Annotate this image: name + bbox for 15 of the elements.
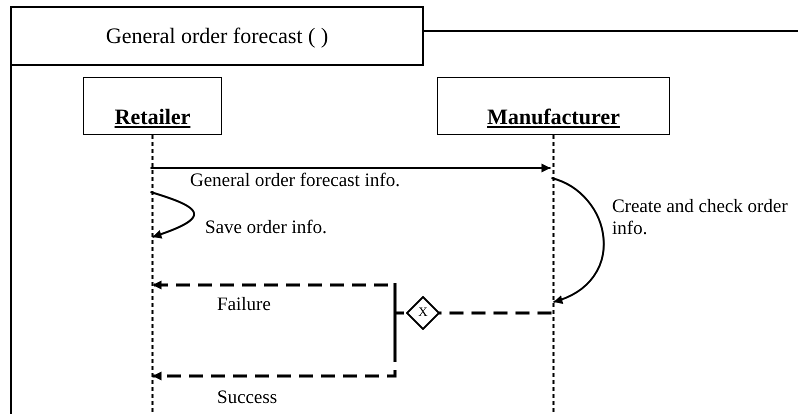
edge-label: Create and check order info. [612,196,789,240]
frame-title: General order forecast ( ) [106,23,328,49]
arrow [152,312,404,380]
edge-label: Success [217,387,278,409]
edge-label: General order forecast info. [190,170,400,192]
decision-diamond [406,296,440,330]
arrow [150,164,550,172]
edge-label: Save order info. [205,217,327,239]
connector-line [438,312,552,314]
object-name: Retailer [114,104,190,130]
edge-label: Failure [217,294,271,316]
arrow [150,191,195,238]
object-name: Manufacturer [487,104,620,130]
diamond-label: X [417,304,429,320]
arrow [551,177,604,304]
